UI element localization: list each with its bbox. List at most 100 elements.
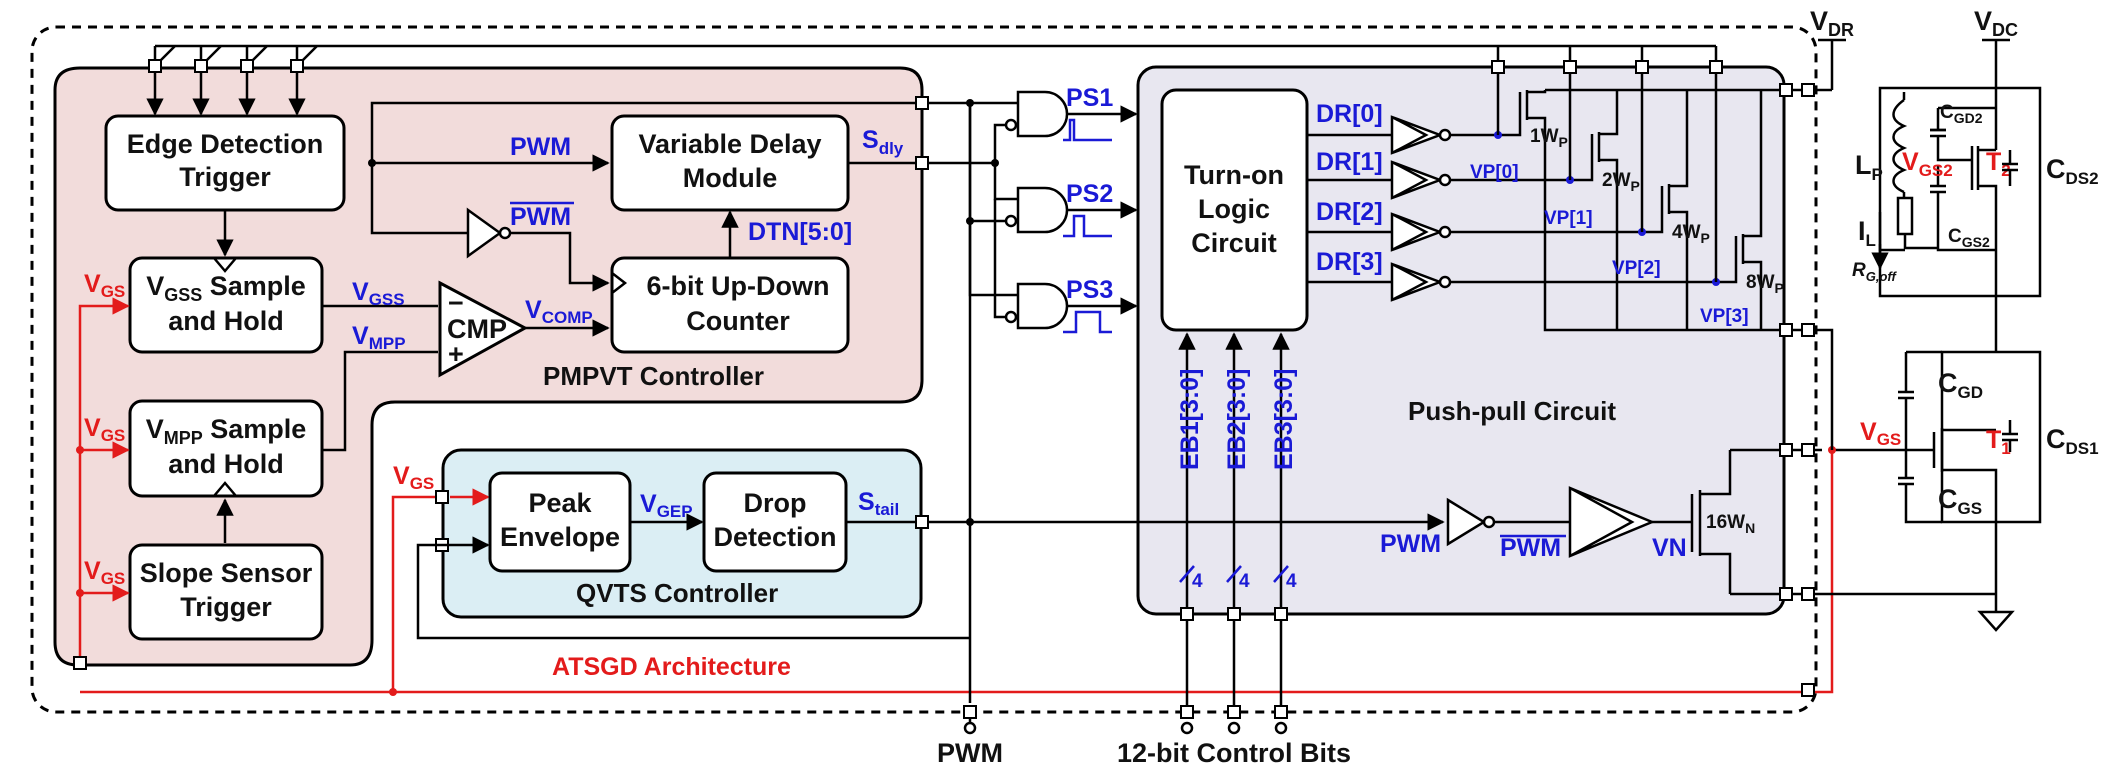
svg-text:PWM: PWM: [510, 203, 571, 231]
svg-text:VP[1]: VP[1]: [1544, 208, 1593, 229]
pwm-input-label: PWM: [937, 738, 1003, 768]
svg-text:Detection: Detection: [713, 522, 836, 552]
slope-sensor-trigger-block: Slope Sensor Trigger: [128, 543, 324, 641]
svg-text:PMPVT Controller: PMPVT Controller: [543, 361, 764, 391]
svg-text:VGS: VGS: [84, 270, 125, 301]
svg-text:4: 4: [1286, 571, 1297, 592]
svg-text:CDS2: CDS2: [2046, 154, 2099, 188]
svg-text:DR[3]: DR[3]: [1316, 248, 1383, 276]
vgss-sample-hold-block: VGSS Sample and Hold: [128, 256, 324, 354]
svg-text:VMPP Sample: VMPP Sample: [146, 414, 307, 448]
svg-text:VGS: VGS: [393, 462, 434, 493]
svg-text:QVTS Controller: QVTS Controller: [576, 578, 778, 608]
svg-text:and Hold: and Hold: [168, 449, 284, 479]
svg-text:PWM: PWM: [1500, 534, 1561, 562]
variable-delay-module-block: Variable Delay Module: [610, 114, 850, 212]
svg-text:2WP: 2WP: [1602, 170, 1640, 194]
svg-text:PWM: PWM: [1380, 530, 1441, 558]
svg-text:DR[0]: DR[0]: [1316, 100, 1383, 128]
svg-text:CGD: CGD: [1938, 368, 1983, 402]
svg-text:IL: IL: [1858, 216, 1876, 250]
svg-text:VGS: VGS: [84, 557, 125, 588]
svg-text:Envelope: Envelope: [500, 522, 620, 552]
svg-text:DR[1]: DR[1]: [1316, 148, 1383, 176]
svg-text:LP: LP: [1855, 150, 1883, 184]
pmos-transistors: 1WP 2WP 4WP 8WP: [1518, 88, 1800, 332]
svg-text:6-bit Up-Down: 6-bit Up-Down: [647, 271, 830, 301]
svg-text:Turn-on: Turn-on: [1184, 160, 1284, 190]
svg-text:VDR: VDR: [1810, 6, 1854, 40]
svg-text:DTN[5:0]: DTN[5:0]: [748, 218, 852, 246]
svg-text:Edge Detection: Edge Detection: [127, 129, 324, 159]
svg-text:Stail: Stail: [858, 488, 899, 519]
svg-text:CDS1: CDS1: [2046, 424, 2099, 458]
vmpp-sample-hold-block: VMPP Sample and Hold: [128, 399, 324, 498]
svg-text:PS3: PS3: [1066, 276, 1113, 304]
pmpvt-region: [53, 66, 924, 667]
svg-text:1WP: 1WP: [1530, 126, 1568, 150]
svg-text:CMP: CMP: [447, 314, 507, 344]
svg-text:Slope Sensor: Slope Sensor: [140, 558, 313, 588]
svg-text:Peak: Peak: [528, 488, 592, 518]
svg-text:PS1: PS1: [1066, 84, 1113, 112]
svg-text:RG,off: RG,off: [1852, 260, 1897, 284]
svg-text:VGSS: VGSS: [352, 278, 405, 309]
svg-text:Counter: Counter: [686, 306, 790, 336]
svg-text:VCOMP: VCOMP: [525, 296, 593, 327]
svg-text:4: 4: [1192, 571, 1203, 592]
svg-text:8WP: 8WP: [1746, 272, 1784, 296]
drop-detection-block: Drop Detection: [702, 471, 848, 573]
svg-text:Logic: Logic: [1198, 194, 1270, 224]
svg-text:CGD2: CGD2: [1940, 102, 1983, 126]
svg-text:VDC: VDC: [1974, 6, 2018, 40]
and-gates: [1004, 90, 1069, 330]
svg-text:4: 4: [1239, 571, 1250, 592]
svg-text:−: −: [448, 288, 464, 318]
comparator-cmp: CMP − +: [438, 280, 529, 378]
svg-text:VGS: VGS: [1860, 418, 1901, 449]
peak-envelope-block: Peak Envelope: [488, 471, 632, 573]
power-stage: VDR VDC LP VGS2 T2 CGD2 CGS2 IL RG,off C…: [1810, 6, 2099, 632]
svg-text:VGSS Sample: VGSS Sample: [146, 271, 306, 305]
svg-text:T1: T1: [1986, 426, 2011, 458]
svg-text:VP[3]: VP[3]: [1700, 306, 1749, 327]
svg-text:Push-pull Circuit: Push-pull Circuit: [1408, 396, 1616, 426]
dr-buffers: [1307, 115, 1452, 302]
updown-counter-block: 6-bit Up-Down Counter: [610, 256, 850, 354]
svg-text:VMPP: VMPP: [352, 322, 406, 353]
svg-text:CGS2: CGS2: [1948, 226, 1990, 250]
svg-text:EB1[3:0]: EB1[3:0]: [1176, 369, 1204, 470]
svg-text:VGS2: VGS2: [1902, 148, 1953, 180]
svg-text:Trigger: Trigger: [180, 592, 272, 622]
svg-text:Circuit: Circuit: [1191, 228, 1277, 258]
svg-text:Trigger: Trigger: [179, 162, 271, 192]
svg-text:PWM: PWM: [510, 133, 571, 161]
svg-text:PS2: PS2: [1066, 180, 1113, 208]
nmos-driver: 16WN: [1446, 448, 1800, 596]
control-bits-label: 12-bit Control Bits: [1117, 738, 1351, 768]
atsgd-architecture-label: ATSGD Architecture: [552, 653, 791, 681]
svg-text:VGS: VGS: [84, 414, 125, 445]
turn-on-logic-circuit-block: Turn-on Logic Circuit: [1160, 88, 1309, 332]
svg-text:Sdly: Sdly: [862, 126, 904, 158]
svg-text:4WP: 4WP: [1672, 222, 1710, 246]
svg-text:and Hold: and Hold: [168, 306, 284, 336]
svg-text:VP[0]: VP[0]: [1470, 162, 1519, 183]
svg-text:EB2[3:0]: EB2[3:0]: [1223, 369, 1251, 470]
vgs-feedback-red: VGS VGS VGS VGS: [76, 270, 1834, 696]
svg-text:CGS: CGS: [1938, 484, 1982, 518]
atsgd-border: [30, 25, 1818, 714]
svg-text:VP[2]: VP[2]: [1612, 258, 1661, 279]
edge-trigger-bus: [146, 44, 1723, 280]
svg-text:Module: Module: [683, 163, 778, 193]
edge-detection-trigger-block: Edge Detection Trigger: [104, 114, 346, 212]
svg-text:VGEP: VGEP: [640, 490, 693, 521]
svg-text:16WN: 16WN: [1706, 512, 1755, 536]
svg-text:+: +: [448, 339, 464, 369]
svg-text:EB3[3:0]: EB3[3:0]: [1270, 369, 1298, 470]
svg-text:DR[2]: DR[2]: [1316, 198, 1383, 226]
svg-text:Drop: Drop: [744, 488, 807, 518]
svg-text:VN: VN: [1652, 534, 1687, 562]
svg-text:Variable Delay: Variable Delay: [638, 129, 821, 159]
